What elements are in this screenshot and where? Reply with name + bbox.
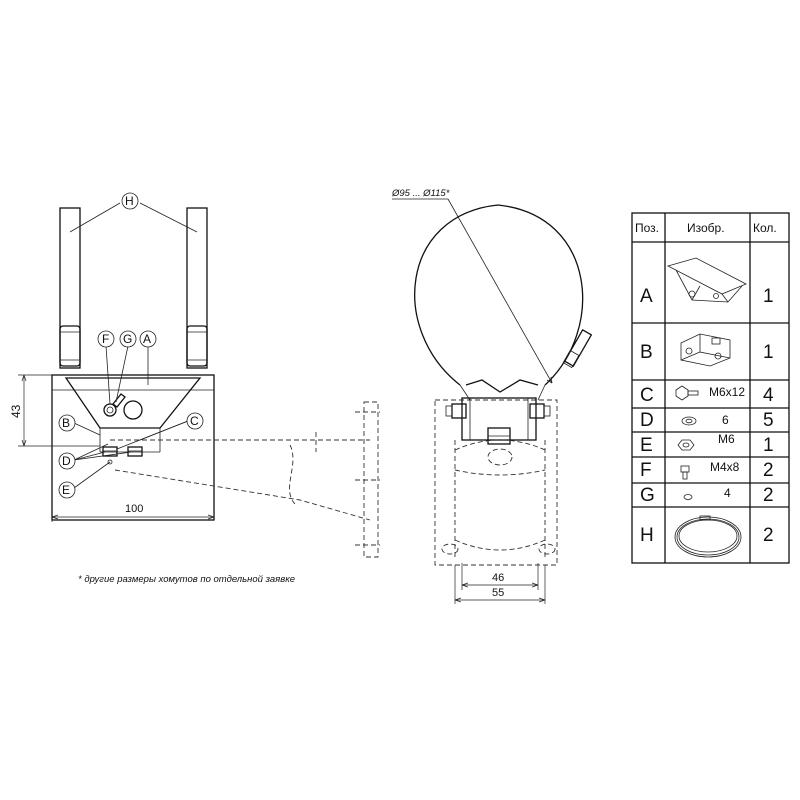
callout-c: C xyxy=(190,414,199,428)
row-c-size: M6x12 xyxy=(709,385,745,399)
bracket-a xyxy=(64,377,202,429)
collar-left xyxy=(59,325,81,367)
row-c-pos: C xyxy=(640,385,654,406)
callout-d: D xyxy=(62,454,71,468)
mount-plate-outline xyxy=(51,374,215,521)
row-d-pos: D xyxy=(640,410,654,431)
row-g-size: 4 xyxy=(724,486,731,500)
clamp-band xyxy=(414,204,584,386)
parts-table: Поз. Изобр. Кол. A 1 B 1 C M6x12 xyxy=(631,212,790,564)
mount-plate-icon xyxy=(680,333,731,367)
tube-left xyxy=(59,207,81,369)
callout-a: A xyxy=(143,332,151,346)
clamp-band-icon xyxy=(674,515,742,558)
row-h-qty: 2 xyxy=(763,525,774,546)
row-a-pos: A xyxy=(640,286,653,307)
row-g-pos: G xyxy=(640,485,655,506)
nut-icon xyxy=(677,439,695,451)
washer-icon xyxy=(681,416,697,426)
front-view: Ø95 ... Ø115* 46 55 xyxy=(391,188,593,604)
row-f-pos: F xyxy=(640,460,652,481)
collar-right xyxy=(186,325,208,367)
table-header-image: Изобр. xyxy=(687,221,725,235)
footnote: * другие размеры хомутов по отдельной за… xyxy=(78,574,295,585)
callout-e: E xyxy=(62,483,70,497)
front-plate-dashed xyxy=(434,399,558,566)
row-c-qty: 4 xyxy=(763,385,774,406)
bolt-f xyxy=(103,403,117,417)
dim-43: 43 xyxy=(9,404,23,418)
callout-h: H xyxy=(125,194,134,208)
row-e-qty: 1 xyxy=(763,435,774,456)
table-header-qty: Кол. xyxy=(753,221,777,235)
row-d-qty: 5 xyxy=(763,410,774,431)
dim-100: 100 xyxy=(125,503,143,515)
callout-g: G xyxy=(123,332,132,346)
bracket-icon xyxy=(666,257,747,303)
small-bolt-icon xyxy=(680,465,690,480)
tube-right xyxy=(186,207,208,369)
callout-f: F xyxy=(102,332,109,346)
row-a-qty: 1 xyxy=(763,286,774,307)
row-g-qty: 2 xyxy=(763,485,774,506)
row-d-size: 6 xyxy=(722,413,729,427)
row-e-pos: E xyxy=(640,435,653,456)
row-e-size: M6 xyxy=(718,432,735,446)
row-b-qty: 1 xyxy=(763,342,774,363)
row-f-qty: 2 xyxy=(763,460,774,481)
row-b-pos: B xyxy=(640,342,653,363)
row-h-pos: H xyxy=(640,525,654,546)
small-washer-icon xyxy=(683,494,693,500)
table-header-pos: Поз. xyxy=(635,221,659,235)
dim-55: 55 xyxy=(492,587,504,599)
side-view: 43 100 H F G A B C D xyxy=(9,192,380,558)
bracket-hole xyxy=(123,400,143,420)
callout-b: B xyxy=(62,416,70,430)
row-f-size: M4x8 xyxy=(710,460,740,474)
dim-46: 46 xyxy=(492,572,504,584)
dim-diameter: Ø95 ... Ø115* xyxy=(391,188,450,199)
arm-projection xyxy=(110,439,371,521)
bolt-icon xyxy=(675,385,699,401)
